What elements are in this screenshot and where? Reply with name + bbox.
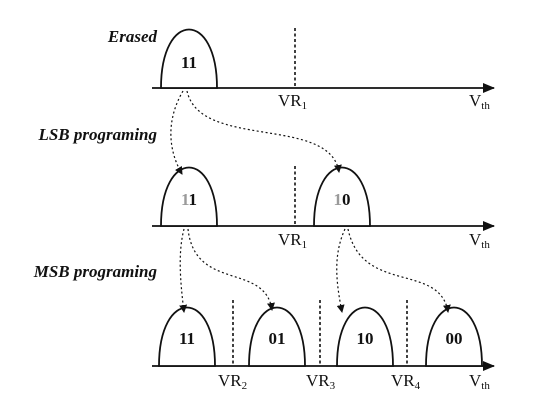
distribution-10-msb — [336, 306, 394, 367]
state-bits-11-erased: 11 — [181, 53, 197, 72]
state-11-msb: 11 — [158, 306, 216, 367]
axis-label-vth-msb: Vth — [469, 371, 490, 392]
state-bit-lsb: 1 — [189, 190, 198, 209]
state-bits-10-msb: 10 — [357, 329, 374, 348]
reference-label-vr4: VR4 — [391, 371, 421, 392]
state-bits-10-lsb: 10 — [334, 190, 351, 209]
state-11-lsb: 11 — [160, 166, 218, 227]
stage-label-erased: Erased — [107, 27, 158, 46]
reference-label-vr1-lsb: VR1 — [278, 230, 307, 251]
stage-label-msb: MSB programing — [33, 262, 158, 281]
transition-arrow-lsb-11-to-msb-11 — [179, 228, 188, 313]
transition-arrow-lsb-10-to-msb-10 — [336, 228, 346, 313]
axis-label-vth-lsb: Vth — [469, 230, 490, 251]
state-11-erased: 11 — [160, 28, 218, 89]
state-01-msb: 01 — [248, 306, 306, 367]
state-bits-01-msb: 01 — [269, 329, 286, 348]
stage-lsb: LSB programing VR1 Vth 11 10 — [37, 125, 495, 251]
distribution-01-msb — [248, 306, 306, 367]
transition-arrow-lsb-11-to-msb-01 — [187, 228, 275, 311]
state-bit-msb: 1 — [181, 190, 189, 209]
transition-arrow-lsb-10-to-msb-00 — [347, 228, 451, 313]
distribution-00-msb — [425, 306, 483, 367]
state-bit-lsb: 0 — [342, 190, 351, 209]
state-10-msb: 10 — [336, 306, 394, 367]
reference-label-vr3: VR3 — [306, 371, 336, 392]
state-bits-11-lsb: 11 — [181, 190, 197, 209]
state-10-lsb: 10 — [313, 166, 371, 227]
reference-label-vr2: VR2 — [218, 371, 247, 392]
distribution-10-lsb — [313, 166, 371, 227]
transition-arrow-erased-to-lsb-10 — [186, 90, 342, 173]
stage-label-lsb: LSB programing — [37, 125, 157, 144]
transition-arrows — [170, 90, 451, 313]
stage-erased: Erased VR1 Vth 11 — [107, 27, 495, 112]
stage-msb: MSB programing VR2 VR3 VR4 Vth 11 01 10 … — [33, 262, 495, 392]
transition-arrow-erased-to-lsb-11 — [170, 90, 184, 175]
state-bits-11-msb: 11 — [179, 329, 195, 348]
axis-label-vth-erased: Vth — [469, 91, 490, 112]
state-bit-msb: 1 — [334, 190, 343, 209]
state-bits-00-msb: 00 — [446, 329, 463, 348]
distribution-11-erased — [160, 28, 218, 89]
distribution-11-lsb — [160, 166, 218, 227]
state-00-msb: 00 — [425, 306, 483, 367]
distribution-11-msb — [158, 306, 216, 367]
reference-label-vr1-erased: VR1 — [278, 91, 307, 112]
